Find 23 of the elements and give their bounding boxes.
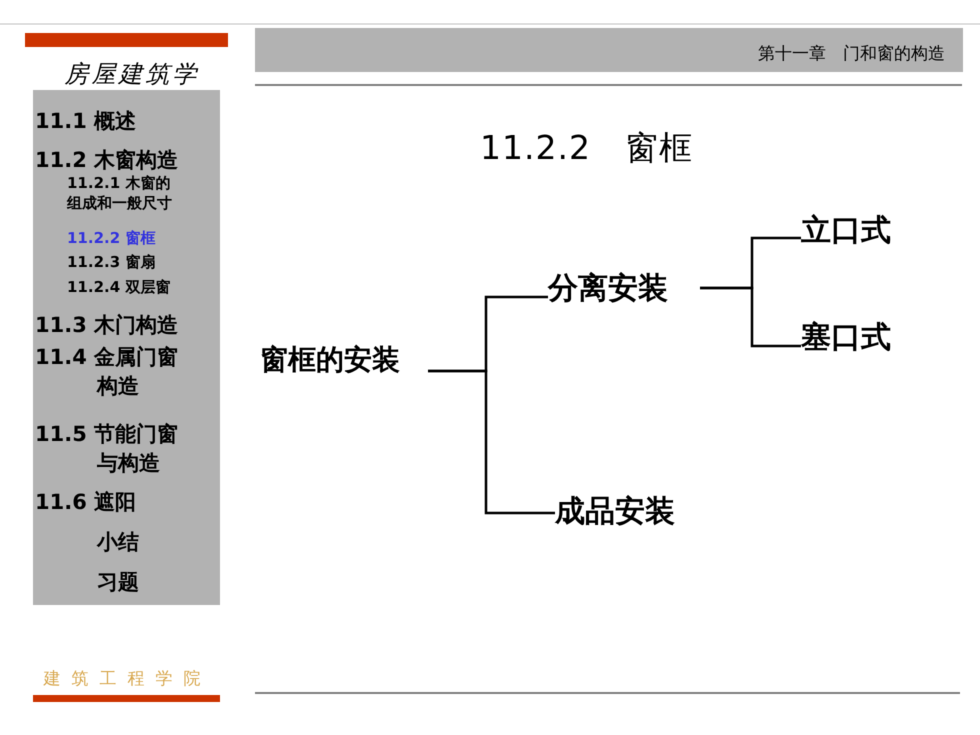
submenu-item: 11.2.4 双层窗 bbox=[67, 278, 170, 297]
leaf-label: 塞口式 bbox=[801, 318, 905, 356]
chapter-heading: 第十一章 门和窗的构造 bbox=[757, 43, 945, 65]
menu-item: 11.5 节能门窗与构造 bbox=[35, 421, 180, 478]
school-name: 建筑工程学院 bbox=[42, 668, 212, 690]
menu-item: 习题 bbox=[97, 569, 139, 596]
slide-title: 11.2.2 窗框 bbox=[480, 127, 693, 169]
submenu-item: 11.2.2 窗框 bbox=[67, 229, 156, 248]
menu-item: 小结 bbox=[97, 529, 139, 556]
tree-connector bbox=[428, 370, 555, 514]
menu-item: 11.4 金属门窗构造 bbox=[35, 344, 180, 400]
menu-item: 11.6 遮阳 bbox=[35, 489, 136, 516]
menu-item: 11.1 概述 bbox=[35, 108, 136, 135]
submenu-item: 11.2.3 窗扇 bbox=[67, 253, 156, 272]
branch-label: 分离安装 bbox=[548, 270, 700, 306]
root-label: 窗框的安装 bbox=[260, 341, 428, 379]
branch-label: 成品安装 bbox=[555, 491, 695, 531]
tree-connector bbox=[700, 286, 801, 348]
submenu-item: 11.2.1 木窗的组成和一般尺寸 bbox=[67, 174, 173, 213]
leaf-label: 立口式 bbox=[801, 211, 905, 249]
menu-item: 11.3 木门构造 bbox=[35, 312, 178, 339]
menu-item: 11.2 木窗构造 bbox=[35, 147, 178, 174]
course-title: 房屋建筑学 bbox=[64, 59, 200, 90]
